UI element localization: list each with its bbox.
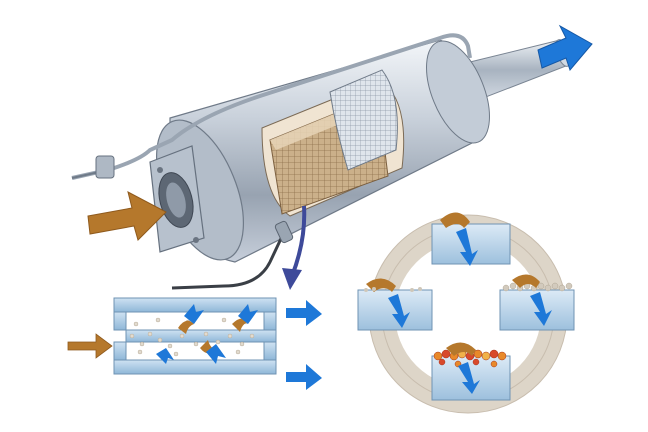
cycle-stage-clean — [431, 212, 511, 266]
channel-outlet-arrow-icon — [286, 300, 322, 326]
inlet-flange — [149, 145, 205, 253]
cycle-stage-loading — [357, 278, 433, 331]
dpf-housing — [71, 33, 571, 290]
channel-outlet-arrow-icon — [286, 364, 322, 390]
channel-cross-section — [67, 297, 322, 390]
cycle-stage-loaded — [499, 274, 575, 331]
outlet-arrow-icon — [537, 24, 593, 72]
channel-inlet-arrow-icon — [67, 333, 113, 359]
inlet-arrow-icon — [87, 191, 167, 241]
leader-arrow-icon — [282, 205, 307, 290]
cycle-stage-regeneration — [431, 342, 511, 401]
regeneration-cycle — [357, 212, 575, 414]
gas-flow-arrows — [156, 304, 258, 364]
